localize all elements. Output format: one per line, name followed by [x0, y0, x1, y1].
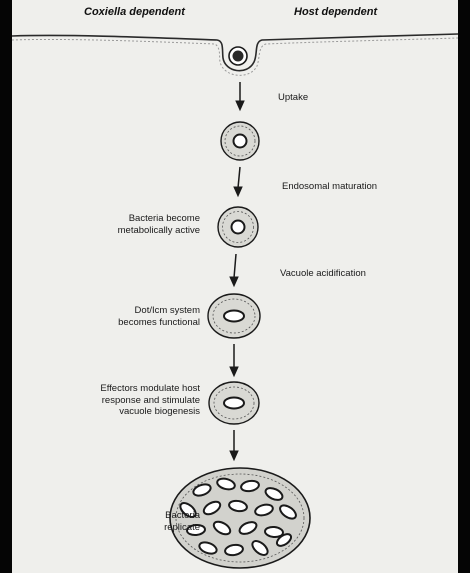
label-effectors: Effectors modulate host response and sti… [60, 383, 200, 418]
arrow-3 [230, 254, 238, 286]
stage-doticm-vacuole [208, 294, 260, 338]
arrow-2 [234, 167, 242, 196]
pathway-diagram [12, 0, 458, 573]
label-bacteria-active: Bacteria become metabolically active [60, 213, 200, 236]
figure-page: Coxiella dependent Host dependent [12, 0, 458, 573]
stage-uptake-cell [229, 47, 247, 65]
label-replicate: Bacteria replicate [60, 510, 200, 533]
arrow-1 [236, 82, 244, 110]
stage-active-vacuole [218, 207, 258, 247]
arrow-4 [230, 344, 238, 376]
stage-endosome [221, 122, 259, 160]
label-endosomal-maturation: Endosomal maturation [282, 181, 377, 193]
label-uptake: Uptake [278, 92, 308, 104]
label-vacuole-acidification: Vacuole acidification [280, 268, 366, 280]
stage-effector-vacuole [209, 382, 259, 424]
arrow-5 [230, 430, 238, 460]
label-dot-icm: Dot/Icm system becomes functional [60, 305, 200, 328]
